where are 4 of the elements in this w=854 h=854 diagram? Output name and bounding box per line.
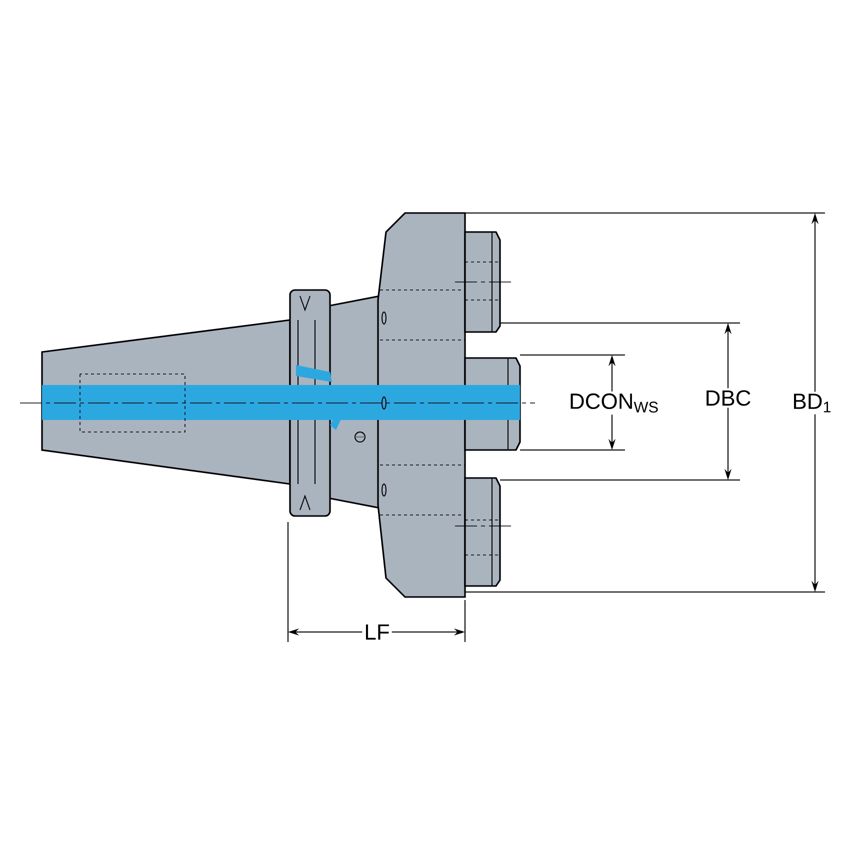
dimension-label: DCON$_{WS}$ xyxy=(566,391,662,415)
dimension-label: LF xyxy=(362,622,392,642)
dimension-label: DBC xyxy=(702,388,754,408)
dimension-label: BD$_{1}$ xyxy=(790,392,834,414)
